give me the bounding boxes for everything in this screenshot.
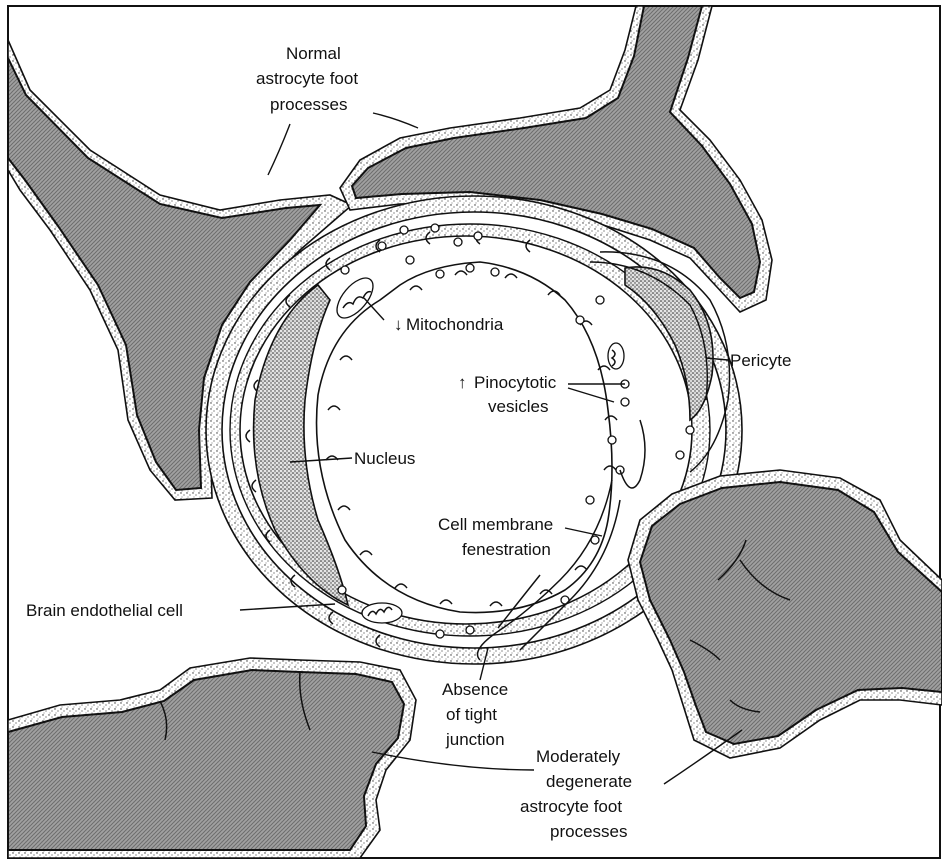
label-cell-membrane-1: Cell membrane [438,515,553,534]
label-absence-3: junction [445,730,505,749]
label-endothelial-cell: Brain endothelial cell [26,601,183,620]
label-degenerate-2: degenerate [546,772,632,791]
label-degenerate-3: astrocyte foot [520,797,622,816]
label-normal-astrocyte-1: Normal [286,44,341,63]
label-degenerate-1: Moderately [536,747,621,766]
mitochondria-arrow: ↓ [394,315,403,334]
label-cell-membrane-2: fenestration [462,540,551,559]
astrocyte-lower-right [628,470,942,758]
label-pericyte: Pericyte [730,351,791,370]
label-normal-astrocyte-2: astrocyte foot [256,69,358,88]
label-degenerate-4: processes [550,822,627,841]
label-absence-2: of tight [446,705,497,724]
mitochondrion-lower [362,603,402,623]
label-pinocytotic-2: vesicles [488,397,548,416]
label-absence-1: Absence [442,680,508,699]
label-pinocytotic-1: Pinocytotic [474,373,557,392]
pinocytotic-arrow: ↑ [458,373,467,392]
label-mitochondria: Mitochondria [406,315,504,334]
mitochondrion-right [608,343,624,369]
astrocyte-lower-left [8,658,416,858]
label-nucleus: Nucleus [354,449,415,468]
label-normal-astrocyte-3: processes [270,95,347,114]
